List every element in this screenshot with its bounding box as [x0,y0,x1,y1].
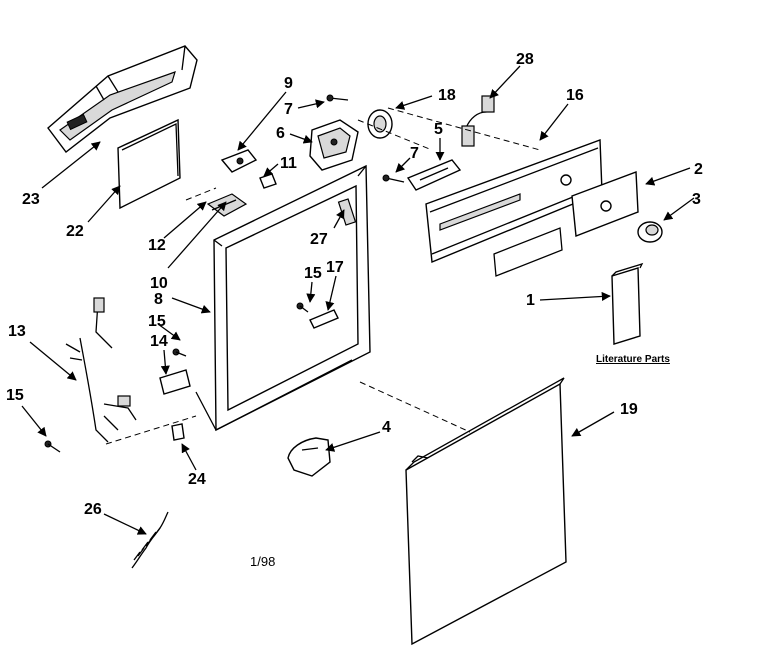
part-8-door-frame [195,164,371,432]
label-15-left: 15 [148,313,166,330]
part-3-knob [637,221,663,243]
part-24-clip [171,423,185,441]
date-code: 1/98 [250,554,275,569]
guide-line-3 [359,381,471,433]
part-6-switch [309,119,359,171]
label-4: 4 [382,419,391,436]
label-28: 28 [516,51,534,68]
part-7-screw-right [382,174,405,183]
label-5: 5 [434,121,443,138]
label-26: 26 [84,501,102,518]
label-9: 9 [284,75,293,92]
part-9-latch [220,149,258,173]
part-23-vent-housing [47,45,198,153]
label-1: 1 [526,292,535,309]
guide-line-2 [357,119,433,151]
label-16: 16 [566,87,584,104]
part-22-pad [117,118,181,210]
label-2: 2 [694,161,703,178]
guide-line-1 [185,187,217,201]
part-15-screw-mid [296,302,309,313]
guide-line-4 [105,415,197,445]
part-14-switch [159,369,191,395]
part-18-sensor [367,109,393,139]
label-6: 6 [276,125,285,142]
part-15-screw-bottom [44,440,61,453]
label-15-bottom: 15 [6,387,24,404]
label-17: 17 [326,259,344,276]
guide-line-5 [387,107,541,151]
leader-lines [21,65,695,535]
part-5-switch-strip [406,159,462,191]
label-13: 13 [8,323,26,340]
label-3: 3 [692,191,701,208]
part-2-console [571,171,639,237]
part-11-screw [259,173,277,189]
part-15-screw-left [172,348,187,357]
label-23: 23 [22,191,40,208]
label-7-right: 7 [410,145,419,162]
part-7-screw-upper [326,94,349,102]
label-19: 19 [620,401,638,418]
part-19-door-panel [405,377,567,646]
label-12: 12 [148,237,166,254]
label-22: 22 [66,223,84,240]
part-13-wiring [65,297,137,443]
label-18: 18 [438,87,456,104]
part-26-spring [131,511,169,569]
label-24: 24 [188,471,206,488]
label-14: 14 [150,333,168,350]
label-11: 11 [280,155,297,172]
literature-parts-caption: Literature Parts [596,354,670,365]
label-10: 10 [150,275,168,292]
label-27: 27 [310,231,328,248]
label-7-upper: 7 [284,101,293,118]
part-4-bracket [287,437,331,477]
part-28-harness [461,95,495,147]
part-17-clip [309,309,339,329]
part-1-literature [611,262,644,345]
label-15-mid: 15 [304,265,322,282]
part-12-clip [206,193,248,217]
label-8: 8 [154,291,163,308]
